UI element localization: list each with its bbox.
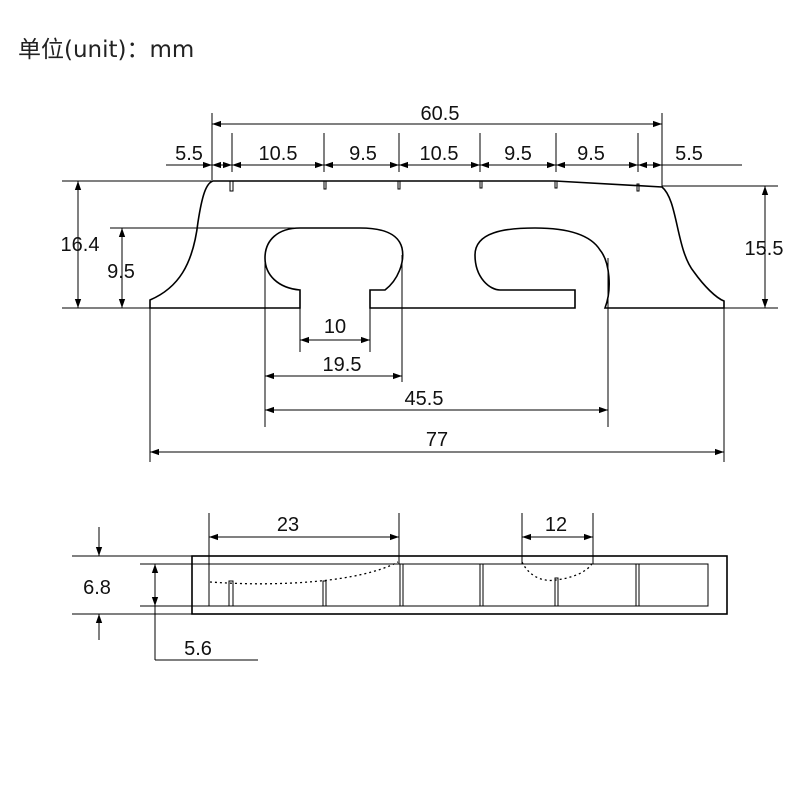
dim-span-b: 12 <box>545 514 567 536</box>
bridge-outline <box>149 180 725 309</box>
base-dimension-labels: 23 12 6.8 5.6 <box>83 514 567 660</box>
bottom-view: 23 12 6.8 5.6 <box>72 513 728 661</box>
top-view: 60.5 5.5 10.5 9.5 10.5 9.5 9.5 5.5 16.4 … <box>61 103 784 462</box>
dim-segment-7: 5.5 <box>675 143 703 165</box>
dim-inner-height: 9.5 <box>107 261 135 283</box>
dim-segment-6: 9.5 <box>577 143 605 165</box>
dim-base-height: 6.8 <box>83 577 111 599</box>
curve-left <box>209 561 399 585</box>
string-notches <box>229 180 640 192</box>
base-outer-frame <box>191 555 728 615</box>
dim-segment-2: 10.5 <box>259 143 298 165</box>
dim-segment-4: 10.5 <box>420 143 459 165</box>
dim-left-height: 16.4 <box>61 234 100 256</box>
base-extension-lines <box>72 513 594 661</box>
unit-label: 单位(unit)：mm <box>18 37 195 63</box>
base-dimension-lines <box>95 527 593 640</box>
dim-base-inner-height: 5.6 <box>184 638 212 660</box>
dim-opening-span: 45.5 <box>405 388 444 410</box>
dimension-labels: 60.5 5.5 10.5 9.5 10.5 9.5 9.5 5.5 16.4 … <box>61 103 784 451</box>
dim-segment-3: 9.5 <box>349 143 377 165</box>
dim-segment-1: 5.5 <box>175 143 203 165</box>
dim-right-height: 15.5 <box>745 238 784 260</box>
curve-right <box>521 561 594 582</box>
dim-span-a: 23 <box>277 514 299 536</box>
dim-foot-opening: 19.5 <box>323 354 362 376</box>
dim-overall-base: 77 <box>426 429 448 451</box>
dim-segment-5: 9.5 <box>504 143 532 165</box>
base-inner-frame <box>208 563 709 607</box>
dim-neck-width: 10 <box>324 316 346 338</box>
base-pins <box>228 577 559 607</box>
dim-overall-top: 60.5 <box>421 103 460 125</box>
base-partitions <box>399 564 640 606</box>
dimension-lines <box>74 120 769 456</box>
